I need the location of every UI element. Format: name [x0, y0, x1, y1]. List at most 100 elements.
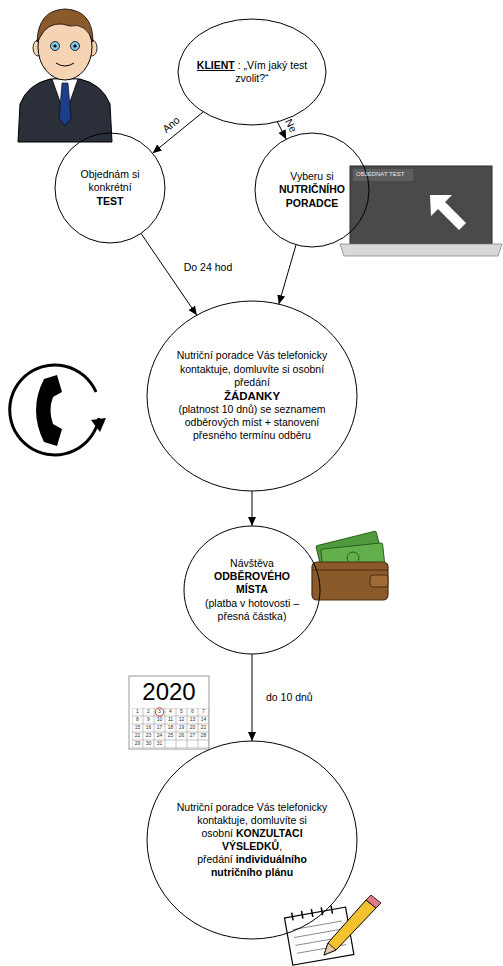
calendar-icon [129, 676, 209, 749]
calendar-day: 4 [169, 709, 172, 715]
flow-circle: NávštěvaODBĚROVÉHO MÍSTA(platba v hotovo… [183, 525, 321, 655]
flow-arrow [252, 491, 253, 526]
calendar-day: 7 [202, 709, 205, 715]
bold-text: ODBĚROVÉHO MÍSTA [201, 570, 303, 596]
calendar-day: 2 [147, 709, 150, 715]
phone-icon [10, 365, 106, 455]
calendar-day: 20 [190, 725, 196, 731]
flow-arrow [252, 654, 253, 741]
node-text: Návštěva [201, 557, 303, 570]
circle-outline [178, 19, 326, 125]
node-text: Nutriční poradce Vás telefonicky kontakt… [177, 349, 328, 387]
phone-icon [36, 375, 62, 446]
calendar-day: 31 [157, 741, 163, 747]
bold-text: KONZULTACI VÝSLEDKŮ [222, 827, 303, 852]
time-note: Do 24 hod [184, 262, 232, 274]
calendar-day: 25 [168, 733, 174, 739]
calendar-day: 23 [146, 733, 152, 739]
node-text: (platnost 10 dnů) se seznamem odběrových… [174, 403, 331, 442]
laptop-icon [430, 195, 466, 230]
flow-arrow [279, 245, 296, 304]
notepad-icon [284, 895, 381, 965]
wallet-icon [312, 562, 388, 600]
bold-text: KLIENT [197, 59, 235, 71]
calendar-day: 26 [179, 733, 185, 739]
circle-outline [184, 526, 320, 654]
calendar-day: 14 [201, 717, 207, 723]
node-text: KLIENT: „Vím jaký test zvolit?“ [197, 59, 308, 85]
edge-label: do 10 dnů [266, 692, 313, 704]
bold-text: NUTRIČNÍHO PORADCE [269, 183, 355, 209]
node-text: Objednám si konkrétníTEST [69, 168, 152, 207]
edge-label: Ne [282, 117, 298, 134]
calendar-day: 17 [157, 725, 163, 731]
calendar-day: 21 [201, 725, 207, 731]
laptop-icon [340, 244, 502, 256]
node-text: Vyberu siNUTRIČNÍHO PORADCE [269, 170, 355, 209]
phone-icon [10, 365, 99, 455]
text-area: Nutriční poradce Vás telefonicky kontakt… [146, 740, 358, 940]
flow-arrow [141, 233, 197, 315]
calendar-icon [155, 708, 163, 716]
calendar-day: 22 [135, 733, 141, 739]
flow-arrow [153, 112, 204, 153]
calendar-day: 3 [158, 709, 161, 715]
circle-outline [147, 301, 357, 491]
wallet-icon [312, 531, 388, 600]
text-area: Nutriční poradce Vás telefonicky kontakt… [146, 300, 358, 492]
calendar-day: 30 [146, 741, 152, 747]
flow-circle: Objednám si konkrétníTEST [54, 132, 166, 244]
text-area: KLIENT: „Vím jaký test zvolit?“ [177, 18, 327, 126]
calendar-day: 10 [157, 717, 163, 723]
calendar-day: 9 [147, 717, 150, 723]
flow-circle: KLIENT: „Vím jaký test zvolit?“ [177, 18, 327, 126]
calendar-day: 27 [190, 733, 196, 739]
calendar-day: 19 [179, 725, 185, 731]
text-area: Vyberu siNUTRIČNÍHO PORADCE [254, 132, 370, 248]
calendar-day: 18 [168, 725, 174, 731]
wallet-icon [312, 570, 388, 571]
notepad-icon [292, 906, 333, 921]
calendar-day: 15 [135, 725, 141, 731]
phone-icon [91, 418, 106, 432]
calendar-day: 1 [136, 709, 139, 715]
calendar-day: 5 [180, 709, 183, 715]
client-figure [53, 44, 56, 47]
calendar-day: 24 [157, 733, 163, 739]
laptop-icon [340, 166, 502, 256]
circle-outline [255, 133, 369, 247]
edge-label: Ano [161, 115, 183, 136]
calendar-day: 13 [190, 717, 196, 723]
text-area: Objednám si konkrétníTEST [54, 132, 166, 244]
node-text: Vyberu si [290, 170, 333, 182]
client-figure [56, 63, 74, 66]
client-figure [73, 44, 76, 47]
calendar-icon [129, 676, 209, 749]
flow-circle: Nutriční poradce Vás telefonicky kontakt… [146, 740, 358, 940]
calendar-day: 6 [191, 709, 194, 715]
node-text: : „Vím jaký test zvolit?“ [235, 59, 307, 84]
calendar-day: 28 [201, 733, 207, 739]
wallet-icon [370, 575, 388, 587]
flow-circle: Nutriční poradce Vás telefonicky kontakt… [146, 300, 358, 492]
client-figure [51, 42, 60, 51]
bold-text: ŽÁDANKY [174, 389, 331, 403]
calendar-day: 8 [136, 717, 139, 723]
calendar-year: 2020 [142, 679, 195, 705]
calendar-icon [132, 708, 209, 748]
laptop-icon [353, 169, 413, 181]
bold-text: TEST [69, 195, 152, 208]
calendar-day: 11 [168, 717, 173, 723]
flow-circle: Vyberu siNUTRIČNÍHO PORADCE [254, 132, 370, 248]
circle-outline [147, 741, 357, 939]
node-text: NávštěvaODBĚROVÉHO MÍSTA(platba v hotovo… [201, 557, 303, 623]
client-figure [59, 83, 71, 126]
notepad-icon [366, 895, 381, 908]
node-text: Objednám si konkrétní [81, 168, 140, 193]
node-text: (platba v hotovosti – přesná částka) [201, 597, 303, 623]
screen-text: OBJEDNAT TEST [356, 171, 404, 178]
client-figure [18, 9, 112, 142]
calendar-day: 29 [135, 741, 141, 747]
circle-outline [55, 133, 165, 243]
node-text: Nutriční poradce Vás telefonicky kontakt… [174, 801, 331, 880]
